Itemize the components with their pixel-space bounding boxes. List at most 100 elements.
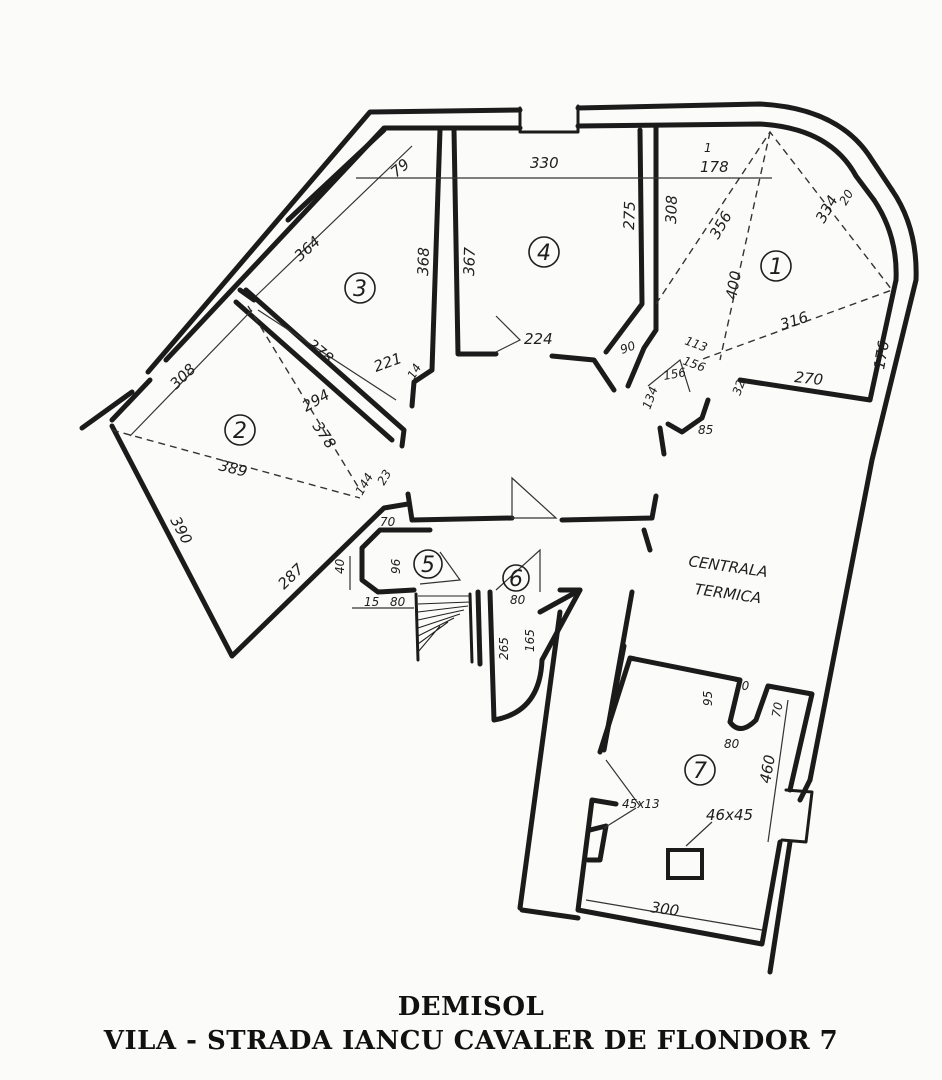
door-swing-room-1 (647, 358, 691, 393)
dim-label: 70 (380, 515, 396, 529)
dim-label: 294 (299, 386, 333, 416)
room-6-number: 6 (509, 567, 523, 592)
dim-room-3-diag (257, 309, 397, 401)
outer-wall-east-inner (871, 197, 899, 283)
dim-label: 14 (404, 361, 424, 381)
room-3-walls (237, 127, 443, 449)
dim-label: 389 (217, 456, 249, 480)
dim-label: 70 (734, 679, 750, 693)
boiler-room-label-line1: CENTRALA (687, 552, 768, 581)
dim-room-2-top (129, 309, 253, 437)
dim-room-7-460 (767, 699, 789, 843)
dim-label: 80 (390, 595, 406, 609)
door-swing-room-5 (419, 551, 462, 585)
dim-label: 316 (778, 308, 811, 334)
dim-leader-45x13 (603, 759, 641, 829)
room-6-circle (502, 564, 530, 592)
dim-label: 113 (683, 334, 709, 355)
dim-label: 275 (620, 201, 639, 230)
plan-caption: DEMISOL VILA - STRADA IANCU CAVALER DE F… (0, 990, 942, 1058)
dim-label: 45x13 (622, 797, 660, 811)
dim-label: 95 (701, 691, 715, 706)
room-4-number: 4 (537, 241, 551, 266)
caption-address: VILA - STRADA IANCU CAVALER DE FLONDOR 7 (103, 1026, 839, 1056)
dim-label: 368 (414, 247, 433, 276)
door-swing-corridor (511, 476, 558, 519)
room-1-circle (760, 250, 792, 282)
outer-wall-east (807, 187, 919, 783)
window-east (780, 788, 814, 844)
room-7-number: 7 (693, 759, 707, 784)
dim-label: 20 (836, 187, 856, 208)
outer-wall-north (79, 101, 895, 431)
room-7-circle (684, 754, 716, 786)
room-5-circle (413, 549, 443, 579)
dim-label: 144 (352, 471, 376, 498)
dim-label: 32 (730, 378, 748, 397)
window-north (518, 104, 580, 134)
stair-wall (414, 592, 474, 664)
room-4-circle (528, 236, 560, 268)
room-3-circle (344, 272, 376, 304)
dim-label: 308 (166, 360, 199, 393)
dim-label: 80 (510, 593, 526, 607)
dim-label: 46x45 (706, 806, 753, 824)
dim-label: 1 (704, 141, 712, 155)
room-1-number: 1 (769, 255, 783, 280)
diagonal-room-1 (655, 130, 894, 361)
room-2-walls (109, 299, 411, 659)
outer-wall-north-inner (109, 121, 877, 423)
dim-label: 40 (333, 558, 347, 574)
dim-label: 367 (460, 246, 479, 276)
door-swing-room-6 (495, 548, 541, 592)
dim-label: 176 (870, 339, 893, 370)
dim-label: 90 (618, 338, 637, 357)
dim-label: 96 (389, 558, 403, 574)
room-6-walls (475, 587, 583, 723)
dim-label: 85 (698, 423, 713, 437)
dim-label: 15 (364, 595, 379, 609)
dim-label: 400 (722, 269, 745, 300)
room-5-number: 5 (421, 553, 435, 578)
room-2-circle (224, 414, 256, 446)
room-3-number: 3 (353, 277, 367, 302)
room-4-walls (451, 127, 645, 393)
diagonal-room-1b (719, 131, 771, 361)
dim-room-3-top (255, 145, 413, 297)
dim-label: 378 (309, 418, 340, 452)
door-swing-room-4 (495, 315, 522, 353)
boiler-room-label-line2: TERMICA (693, 580, 762, 607)
dim-room-7-300 (585, 899, 763, 931)
dim-leader-46x45 (685, 821, 713, 847)
staircase (417, 595, 471, 653)
dim-label: 70 (769, 701, 786, 719)
dim-label: 278 (303, 335, 337, 367)
dim-label: 265 (497, 637, 511, 660)
dim-label: 270 (794, 368, 824, 389)
dim-label: 460 (756, 753, 779, 784)
dim-label: 79 (387, 155, 413, 181)
dim-label: 165 (523, 629, 537, 652)
walls (79, 101, 919, 975)
room-5-walls (359, 527, 433, 595)
dim-label: 356 (706, 208, 736, 242)
chimney (666, 848, 704, 880)
dim-label: 156 (662, 365, 687, 383)
room-1-walls (625, 125, 899, 435)
diagonal-room-2 (111, 429, 361, 499)
stair-treads (417, 595, 471, 653)
corridor-walls (405, 425, 667, 751)
dim-label: 224 (524, 330, 553, 348)
dim-label: 134 (640, 385, 661, 411)
room-2-number: 2 (233, 419, 247, 444)
dim-label: 23 (374, 467, 394, 487)
dim-label: 330 (530, 154, 559, 172)
dim-label: 221 (371, 349, 404, 376)
room-7-inner (517, 587, 609, 921)
dim-label: 308 (662, 195, 681, 224)
room-labels: 1 2 3 4 5 6 7 (224, 236, 792, 786)
dim-label: 300 (649, 898, 680, 920)
dim-label: 80 (724, 737, 740, 751)
dim-label: 364 (291, 232, 324, 265)
